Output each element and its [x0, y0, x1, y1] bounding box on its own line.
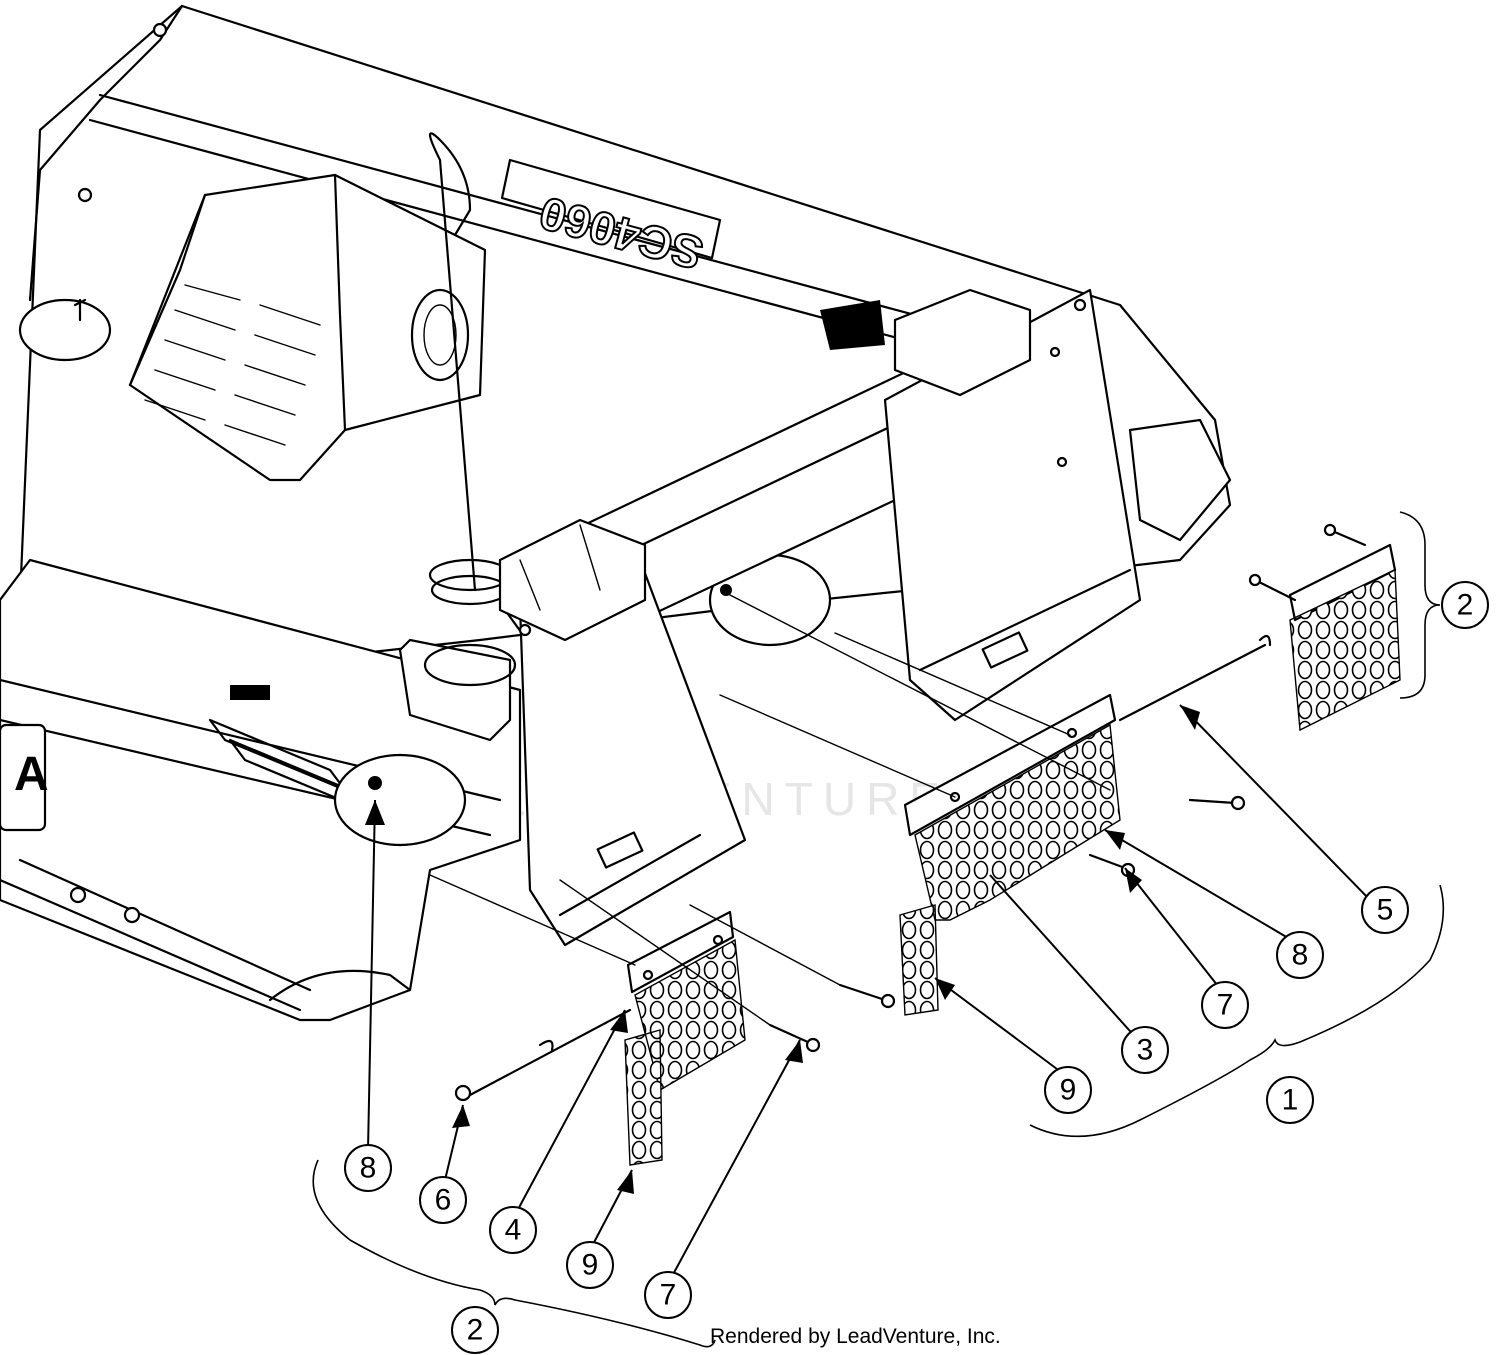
callout-8-right-label: 8	[1292, 939, 1309, 972]
callout-9-center-label: 9	[1060, 1074, 1077, 1107]
callout-9-bottom-label: 9	[582, 1249, 599, 1282]
callout-4: 4	[489, 1206, 537, 1254]
chain-guard-center	[899, 693, 1121, 1016]
hardware	[429, 594, 1272, 1102]
callout-7-bottom: 7	[644, 1271, 692, 1319]
arrow-heads	[365, 705, 1200, 1194]
callout-9-center: 9	[1044, 1066, 1092, 1114]
callout-2-right-label: 2	[1457, 589, 1474, 622]
callout-8-left: 8	[344, 1144, 392, 1192]
hitch-frame	[498, 288, 1232, 947]
callout-7-right: 7	[1201, 981, 1249, 1029]
callout-3-label: 3	[1137, 1034, 1154, 1067]
chain-guard-left	[624, 910, 746, 1166]
callout-8-right: 8	[1276, 931, 1324, 979]
callout-2-right: 2	[1441, 581, 1489, 629]
callout-3: 3	[1121, 1026, 1169, 1074]
callout-1-label: 1	[1282, 1084, 1299, 1117]
callout-5: 5	[1361, 886, 1409, 934]
callout-7-right-label: 7	[1217, 989, 1234, 1022]
callout-8-left-label: 8	[360, 1152, 377, 1185]
callout-4-label: 4	[505, 1214, 522, 1247]
callout-2-bottom-label: 2	[467, 1314, 484, 1347]
svg-text:A: A	[14, 748, 49, 801]
callout-6-label: 6	[435, 1184, 452, 1217]
callout-2-bottom: 2	[451, 1306, 499, 1354]
brace-brackets	[312, 511, 1445, 1348]
render-credit: Rendered by LeadVenture, Inc.	[710, 1325, 1001, 1348]
leader-lines	[367, 704, 1371, 1281]
callout-1: 1	[1266, 1076, 1314, 1124]
callout-5-label: 5	[1377, 894, 1394, 927]
callout-9-bottom: 9	[566, 1241, 614, 1289]
callout-7-bottom-label: 7	[660, 1279, 677, 1312]
callout-6: 6	[419, 1176, 467, 1224]
chain-guard-right	[1248, 523, 1401, 732]
